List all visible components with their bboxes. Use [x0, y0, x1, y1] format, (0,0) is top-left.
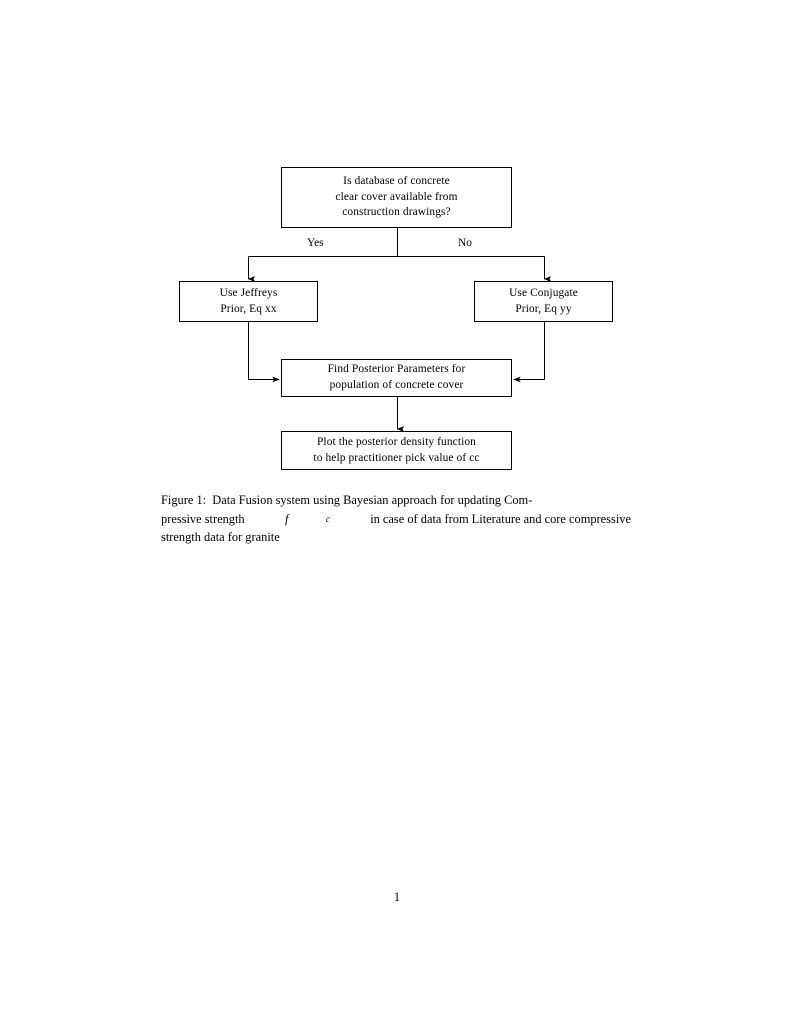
node-posterior-line-2: population of concrete cover	[329, 379, 464, 391]
node-conjugate-prior-box[interactable]: Use Conjugate Prior, Eq yy	[474, 281, 613, 322]
caption-line-1-text: Figure 1: Data Fusion system using Bayes…	[161, 493, 533, 507]
flowchart-connectors	[247, 228, 552, 432]
figure-caption: Figure 1: Data Fusion system using Bayes…	[161, 491, 631, 547]
node-find-posterior-box[interactable]: Find Posterior Parameters for population…	[281, 359, 512, 397]
node-question-box[interactable]: Is database of concrete clear cover avai…	[281, 167, 512, 228]
node-conjugate-line-1: Use Conjugate	[509, 286, 578, 299]
node-jeffreys-line-1: Use Jeffreys	[219, 286, 278, 299]
caption-line-2-post: in case of data from Literature and core…	[367, 511, 631, 526]
node-plot-line-2: to help practitioner pick value of cc	[313, 451, 480, 464]
node-question-line-2: clear cover available from	[335, 190, 458, 203]
caption-line-2-pre: pressive strength	[161, 511, 248, 526]
flowchart-figure: Is database of concrete clear cover avai…	[0, 0, 794, 500]
caption-math-fc-subscript: c	[325, 513, 330, 524]
caption-math-fc: f	[284, 511, 289, 526]
node-question-line-3: construction drawings?	[342, 206, 451, 219]
edge-label-yes: Yes	[307, 237, 324, 249]
caption-line-3: strength data for granite	[161, 530, 280, 545]
node-posterior-line-1: Find Posterior Parameters for	[327, 363, 466, 376]
edge-label-no: No	[458, 237, 472, 249]
caption-line-2: pressive strength f c in case of data fro…	[161, 510, 631, 529]
node-plot-density-box[interactable]: Plot the posterior density function to h…	[281, 431, 512, 470]
page-number: 1	[393, 890, 401, 904]
node-question-line-1: Is database of concrete	[343, 175, 450, 188]
caption-line-1: Figure 1: Data Fusion system using Bayes…	[161, 491, 631, 510]
node-jeffreys-line-2: Prior, Eq xx	[220, 302, 277, 315]
node-conjugate-line-2: Prior, Eq yy	[515, 302, 572, 315]
node-plot-line-1: Plot the posterior density function	[316, 435, 476, 448]
node-jeffreys-prior-box[interactable]: Use Jeffreys Prior, Eq xx	[179, 281, 318, 322]
